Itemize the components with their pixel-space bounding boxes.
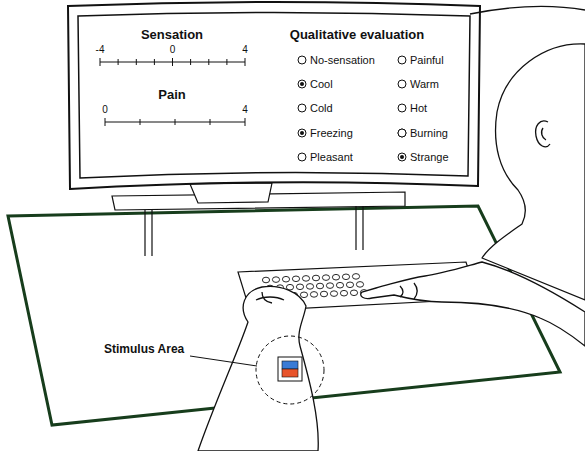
scale-value: 4: [242, 45, 248, 55]
option-label: No-sensation: [310, 55, 375, 66]
warm-element: [282, 369, 298, 377]
option-label: Cool: [310, 79, 333, 90]
stimulus-outline: [256, 336, 324, 404]
scale-value: 0: [102, 105, 108, 115]
option-label: Painful: [410, 55, 444, 66]
radio-buttons: [298, 56, 406, 161]
option-label: Cold: [310, 103, 333, 114]
leader-line: [190, 356, 257, 366]
scale-heading: Sensation: [141, 28, 203, 41]
option-label: Pleasant: [310, 152, 353, 163]
option-label: Strange: [410, 152, 449, 163]
thermode: [278, 357, 302, 381]
option-label: Warm: [410, 79, 439, 90]
participant: [361, 7, 585, 346]
option-label: Burning: [410, 128, 448, 139]
monitor-screen: [78, 13, 470, 179]
option-label: Hot: [410, 103, 427, 114]
forearm: [198, 286, 318, 451]
option-label: Freezing: [310, 128, 353, 139]
sensation-scale: [100, 58, 245, 66]
callout-label: Stimulus Area: [104, 343, 184, 355]
monitor-stand: [190, 183, 272, 203]
scale-value: 0: [170, 45, 176, 55]
cold-element: [282, 361, 298, 369]
scale-heading: Pain: [158, 88, 185, 101]
scale-value: 4: [242, 105, 248, 115]
scale-value: -4: [96, 45, 105, 55]
panel-heading: Qualitative evaluation: [290, 28, 424, 41]
monitor-bezel: [68, 2, 480, 189]
pain-scale: [105, 118, 245, 126]
radio-selected: [300, 82, 404, 159]
